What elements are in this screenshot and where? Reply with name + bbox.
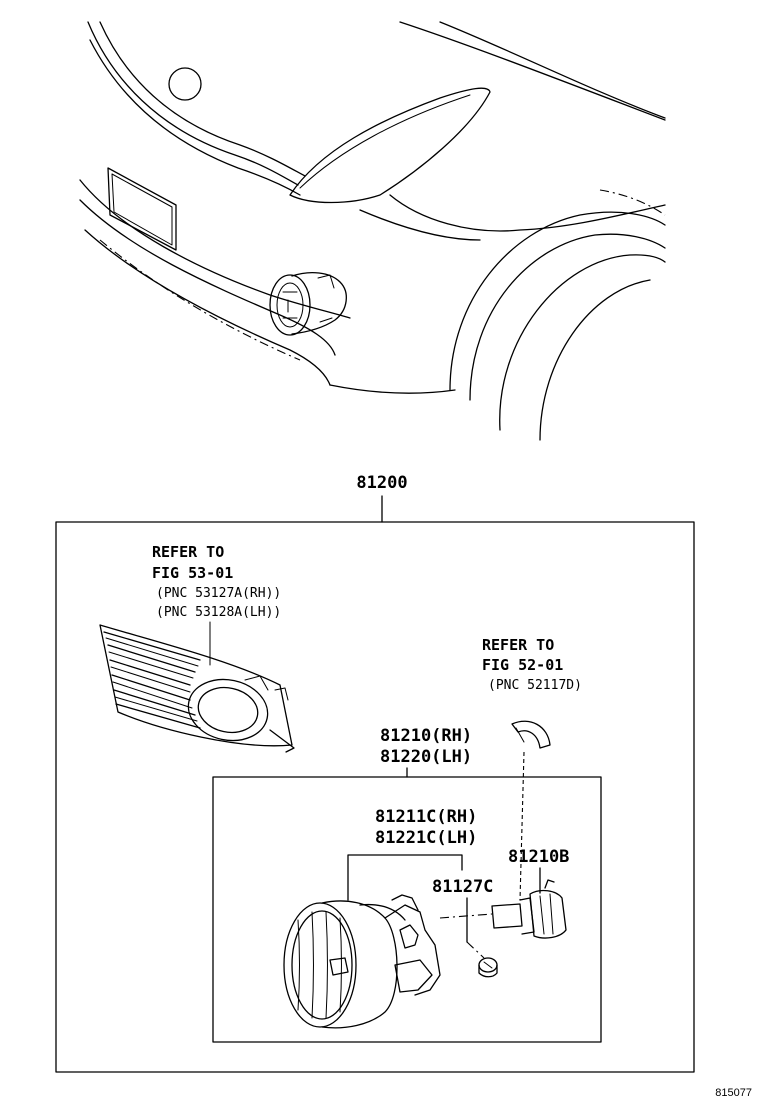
grille-ref-line2: FIG 53-01 — [152, 564, 233, 582]
bulb-ref-line1: REFER TO — [482, 636, 554, 654]
lamp-assy-box — [212, 776, 602, 1043]
lamp-assy-part-lh: 81220(LH) — [380, 747, 472, 767]
grille-ref-pnc-rh: (PNC 53127A(RH)) — [156, 586, 281, 601]
bulb-connector-cap-icon — [511, 720, 551, 749]
aiming-screw-icon — [478, 957, 498, 978]
grille-ref-line1: REFER TO — [152, 543, 224, 561]
screw-leader-lower — [466, 941, 485, 959]
lens-unit-part-rh: 81211C(RH) — [375, 807, 477, 827]
fog-lamp-housing-icon — [283, 894, 441, 1029]
cap-to-bulb-dotted — [519, 751, 525, 901]
assembly-part-no: 81200 — [356, 473, 407, 493]
lamp-assy-part-rh: 81210(RH) — [380, 726, 472, 746]
halogen-bulb-icon — [439, 879, 567, 939]
lens-unit-bracket — [347, 854, 463, 901]
screw-part-no: 81127C — [432, 877, 493, 897]
lens-unit-part-lh: 81221C(LH) — [375, 828, 477, 848]
grille-ref-pnc-lh: (PNC 53128A(LH)) — [156, 605, 281, 620]
bulb-ref-pnc: (PNC 52117D) — [488, 678, 582, 693]
bulb-ref-line2: FIG 52-01 — [482, 656, 563, 674]
bulb-part-no: 81210B — [508, 847, 569, 867]
fog-lamp-grille-icon — [99, 624, 295, 753]
assembly-box — [55, 521, 695, 1073]
figure-number: 815077 — [715, 1087, 752, 1099]
car-front-outline-icon — [79, 21, 666, 441]
